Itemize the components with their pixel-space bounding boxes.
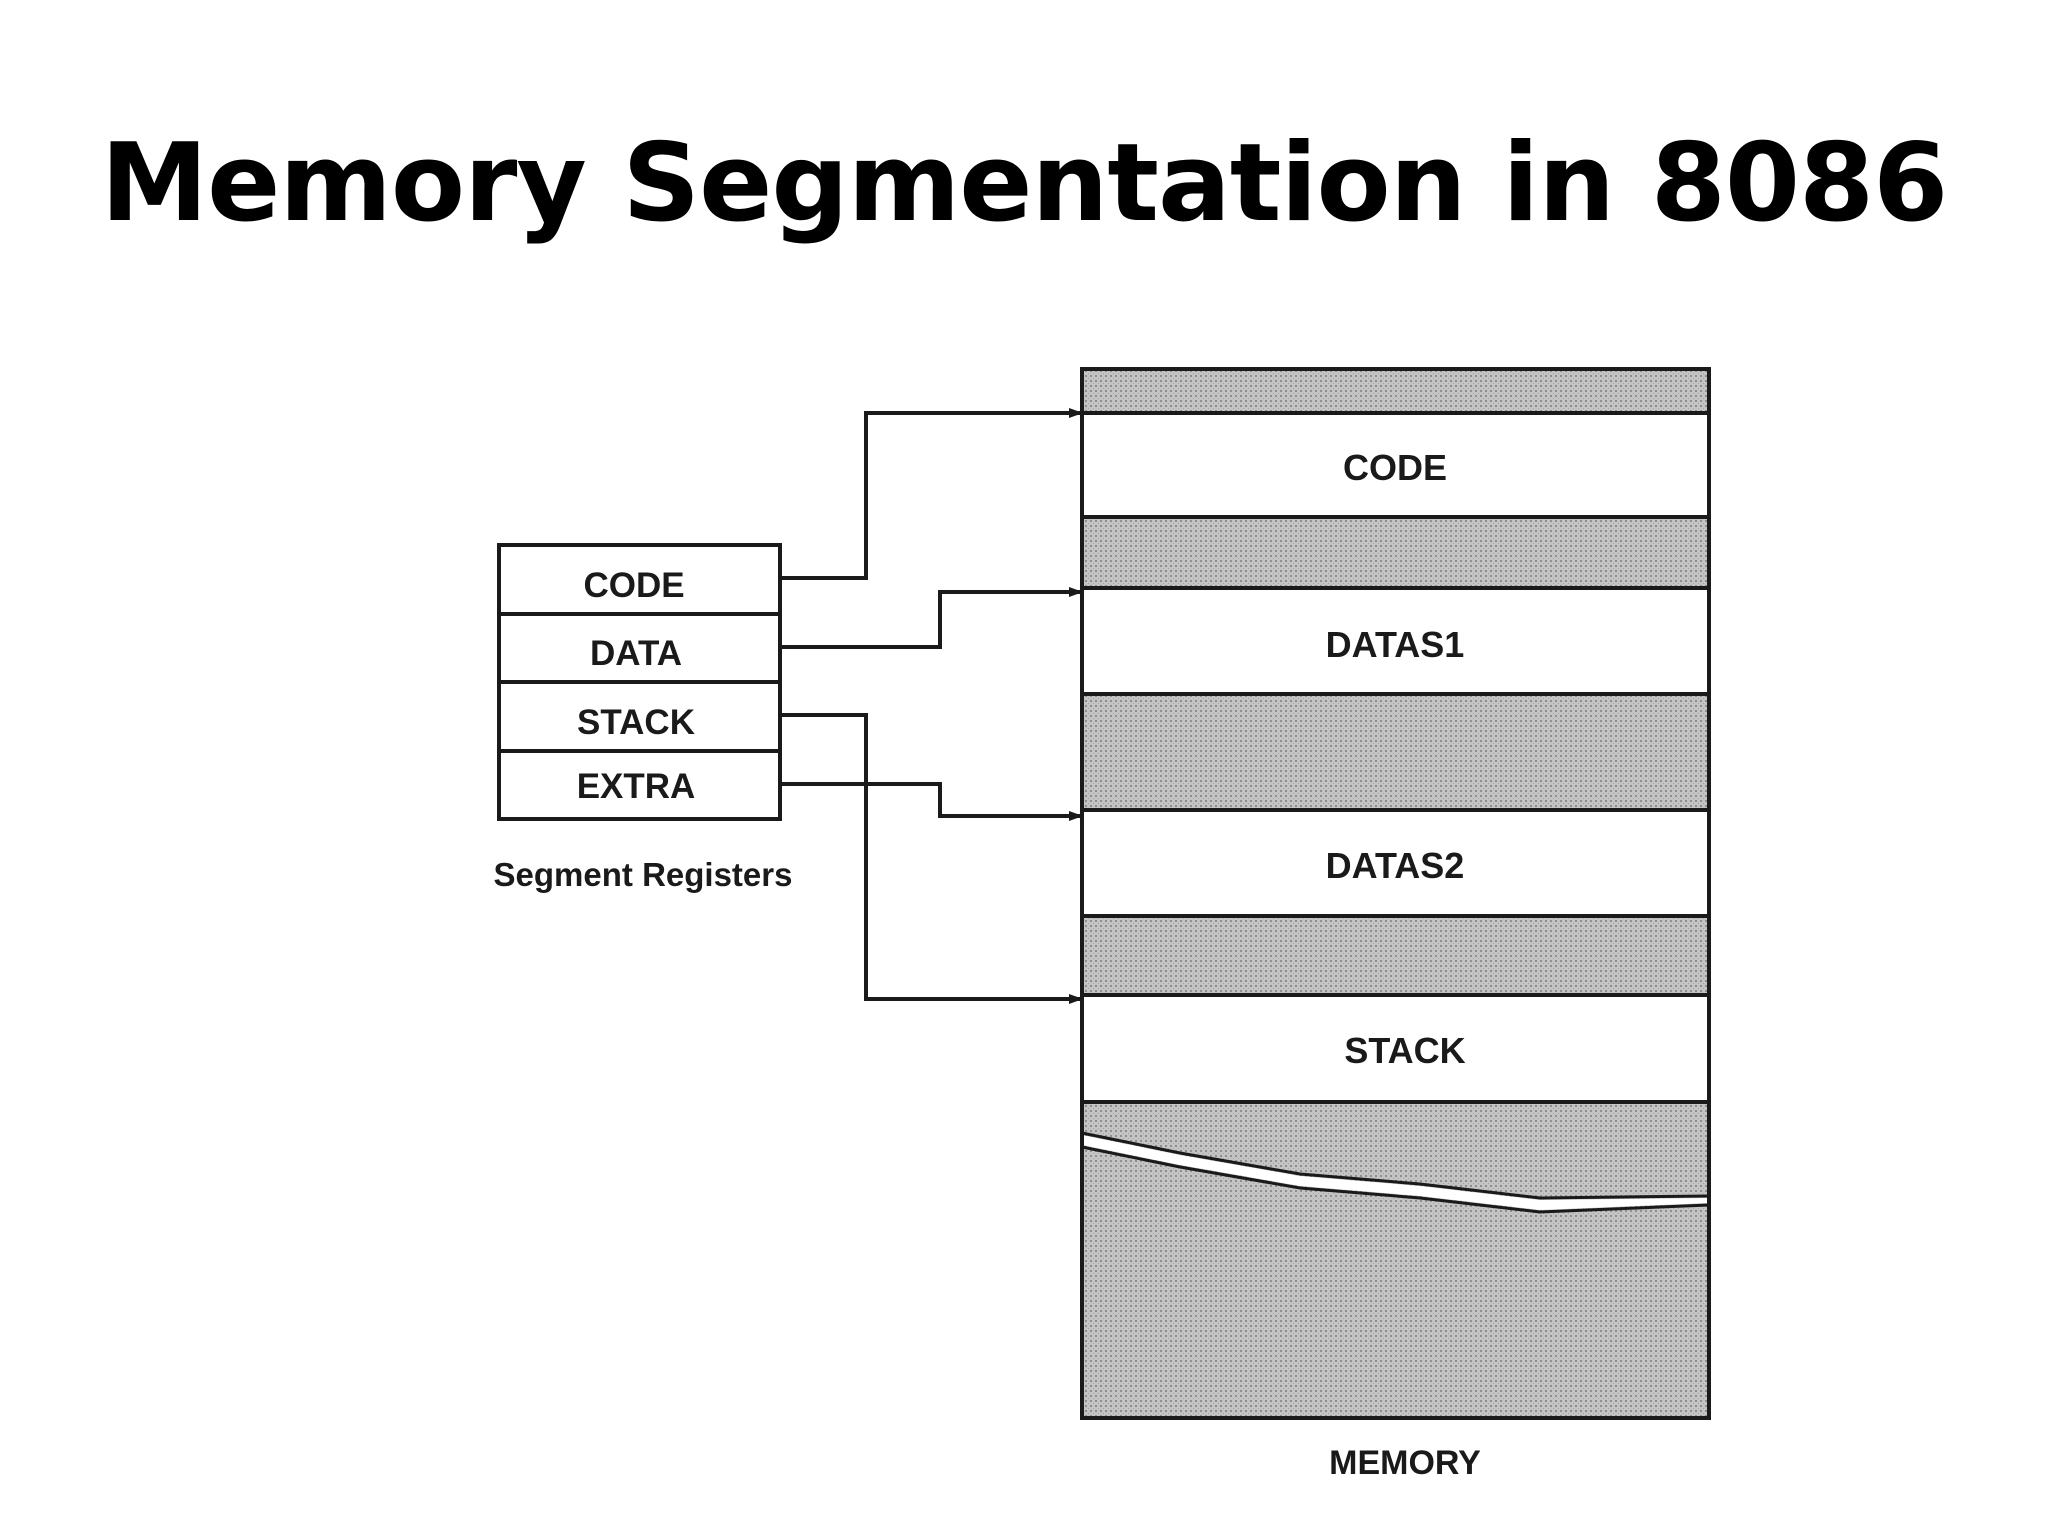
memory-segment-datas2: [1082, 810, 1709, 916]
memory-label-stack: STACK: [1344, 1030, 1465, 1071]
arrow-code-to-code: [780, 408, 1083, 580]
memory-gap-3: [1082, 694, 1709, 810]
memory-segment-code: [1082, 413, 1709, 517]
memory-break-mark: [1082, 1135, 1709, 1210]
memory-gap-4: [1082, 916, 1709, 995]
memory-caption: MEMORY: [1329, 1444, 1481, 1482]
register-data: DATA: [590, 634, 682, 673]
memory-column: CODE DATAS1 DATAS2 STACK MEMORY: [1080, 367, 1711, 1482]
arrow-data-to-datas1: [780, 587, 1083, 649]
memory-segment-datas1: [1082, 588, 1709, 694]
memory-gap-1: [1082, 369, 1709, 413]
arrow-extra-to-datas2: [780, 782, 1083, 821]
register-table-caption: Segment Registers: [494, 856, 793, 893]
register-code: CODE: [583, 566, 684, 605]
memory-segment-stack: [1082, 995, 1709, 1102]
memory-gap-2: [1082, 517, 1709, 588]
slide-title: Memory Segmentation in 8086: [100, 121, 1949, 246]
arrow-stack-to-stack: [780, 713, 1083, 1004]
connector-arrows: [780, 408, 1083, 1004]
register-stack: STACK: [577, 703, 695, 742]
register-extra: EXTRA: [577, 767, 696, 806]
memory-label-datas1: DATAS1: [1326, 624, 1465, 665]
segment-register-table: CODE DATA STACK EXTRA Segment Registers: [494, 543, 793, 893]
memory-gap-5: [1082, 1102, 1709, 1418]
memory-label-code: CODE: [1343, 447, 1447, 488]
memory-label-datas2: DATAS2: [1326, 845, 1465, 886]
